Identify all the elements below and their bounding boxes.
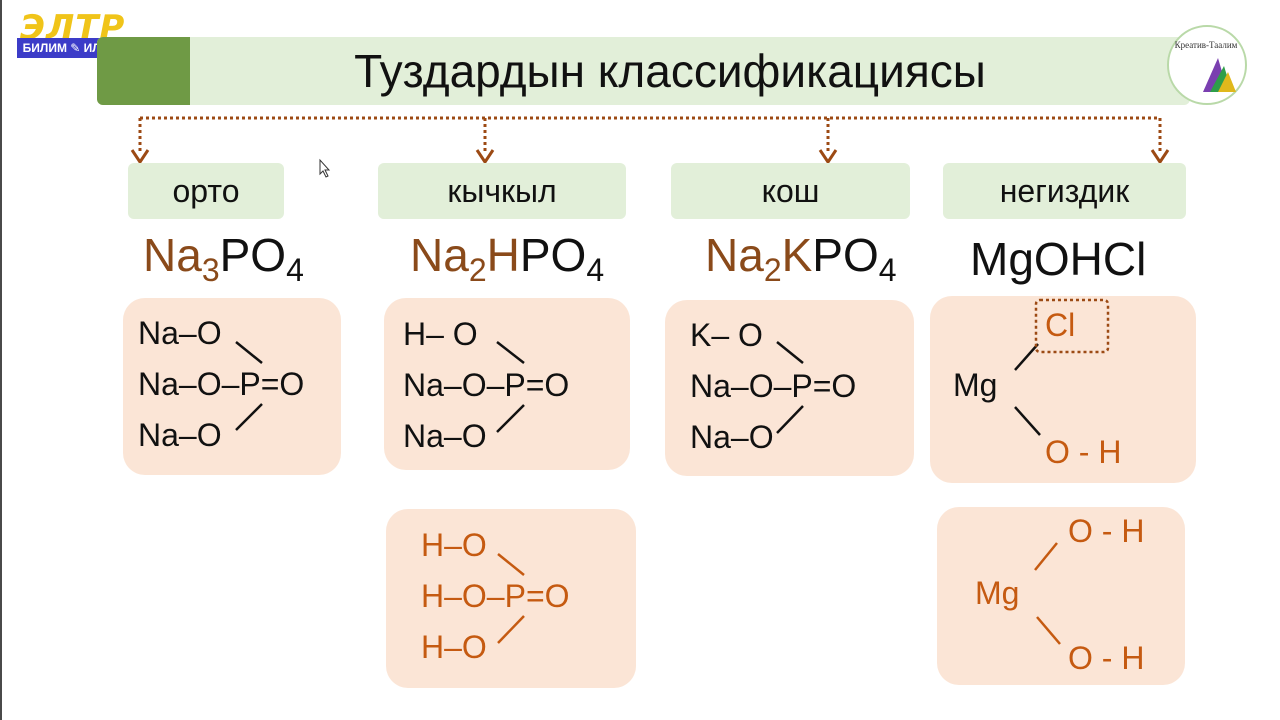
structure-box-base xyxy=(937,507,1185,685)
category-orto: орто xyxy=(128,163,284,219)
s3-line-3: Na–O xyxy=(690,419,774,455)
structure-box-orto xyxy=(123,298,341,475)
s1-line-2: Na–O–P=O xyxy=(138,366,305,402)
category-negizdik: негиздик xyxy=(943,163,1186,219)
s2-line-3: Na–O xyxy=(403,418,487,454)
kreativ-logo xyxy=(1167,25,1247,105)
structure-box-kychkyl xyxy=(384,298,630,470)
structure-box-kosh xyxy=(665,300,914,476)
category-kosh: кош xyxy=(671,163,910,219)
s5-line-1: H–O xyxy=(421,527,487,563)
s1-line-1: Na–O xyxy=(138,315,222,351)
s5-line-2: H–O–P=O xyxy=(421,578,570,614)
window-edge xyxy=(0,0,2,720)
s6-oh-2: O - H xyxy=(1068,640,1145,676)
s3-line-2: Na–O–P=O xyxy=(690,368,857,404)
s6-mg: Mg xyxy=(975,575,1020,611)
formula-mgohcl: MgOHCl xyxy=(970,233,1147,285)
s3-line-1: K– O xyxy=(690,317,763,353)
s5-line-3: H–O xyxy=(421,629,487,665)
structure-box-acid xyxy=(386,509,636,688)
s6-oh-1: O - H xyxy=(1068,513,1145,549)
s2-line-1: H– O xyxy=(403,316,478,352)
formula-na2hpo4: Na2HPO4 xyxy=(410,229,605,288)
title-bar xyxy=(97,37,1190,105)
page-title: Туздардын классификациясы xyxy=(354,45,986,97)
title-accent xyxy=(97,37,190,105)
s2-line-2: Na–O–P=O xyxy=(403,367,570,403)
formula-na3po4: Na3PO4 xyxy=(143,229,304,288)
kreativ-logo-text: Креатив-Таалим xyxy=(1174,40,1238,50)
formula-na2kpo4: Na2KPO4 xyxy=(705,229,897,288)
s4-mg: Mg xyxy=(953,367,998,403)
s4-oh: O - H xyxy=(1045,434,1122,470)
s4-cl: Cl xyxy=(1045,307,1076,343)
s1-line-3: Na–O xyxy=(138,417,222,453)
category-kychkyl: кычкыл xyxy=(378,163,626,219)
